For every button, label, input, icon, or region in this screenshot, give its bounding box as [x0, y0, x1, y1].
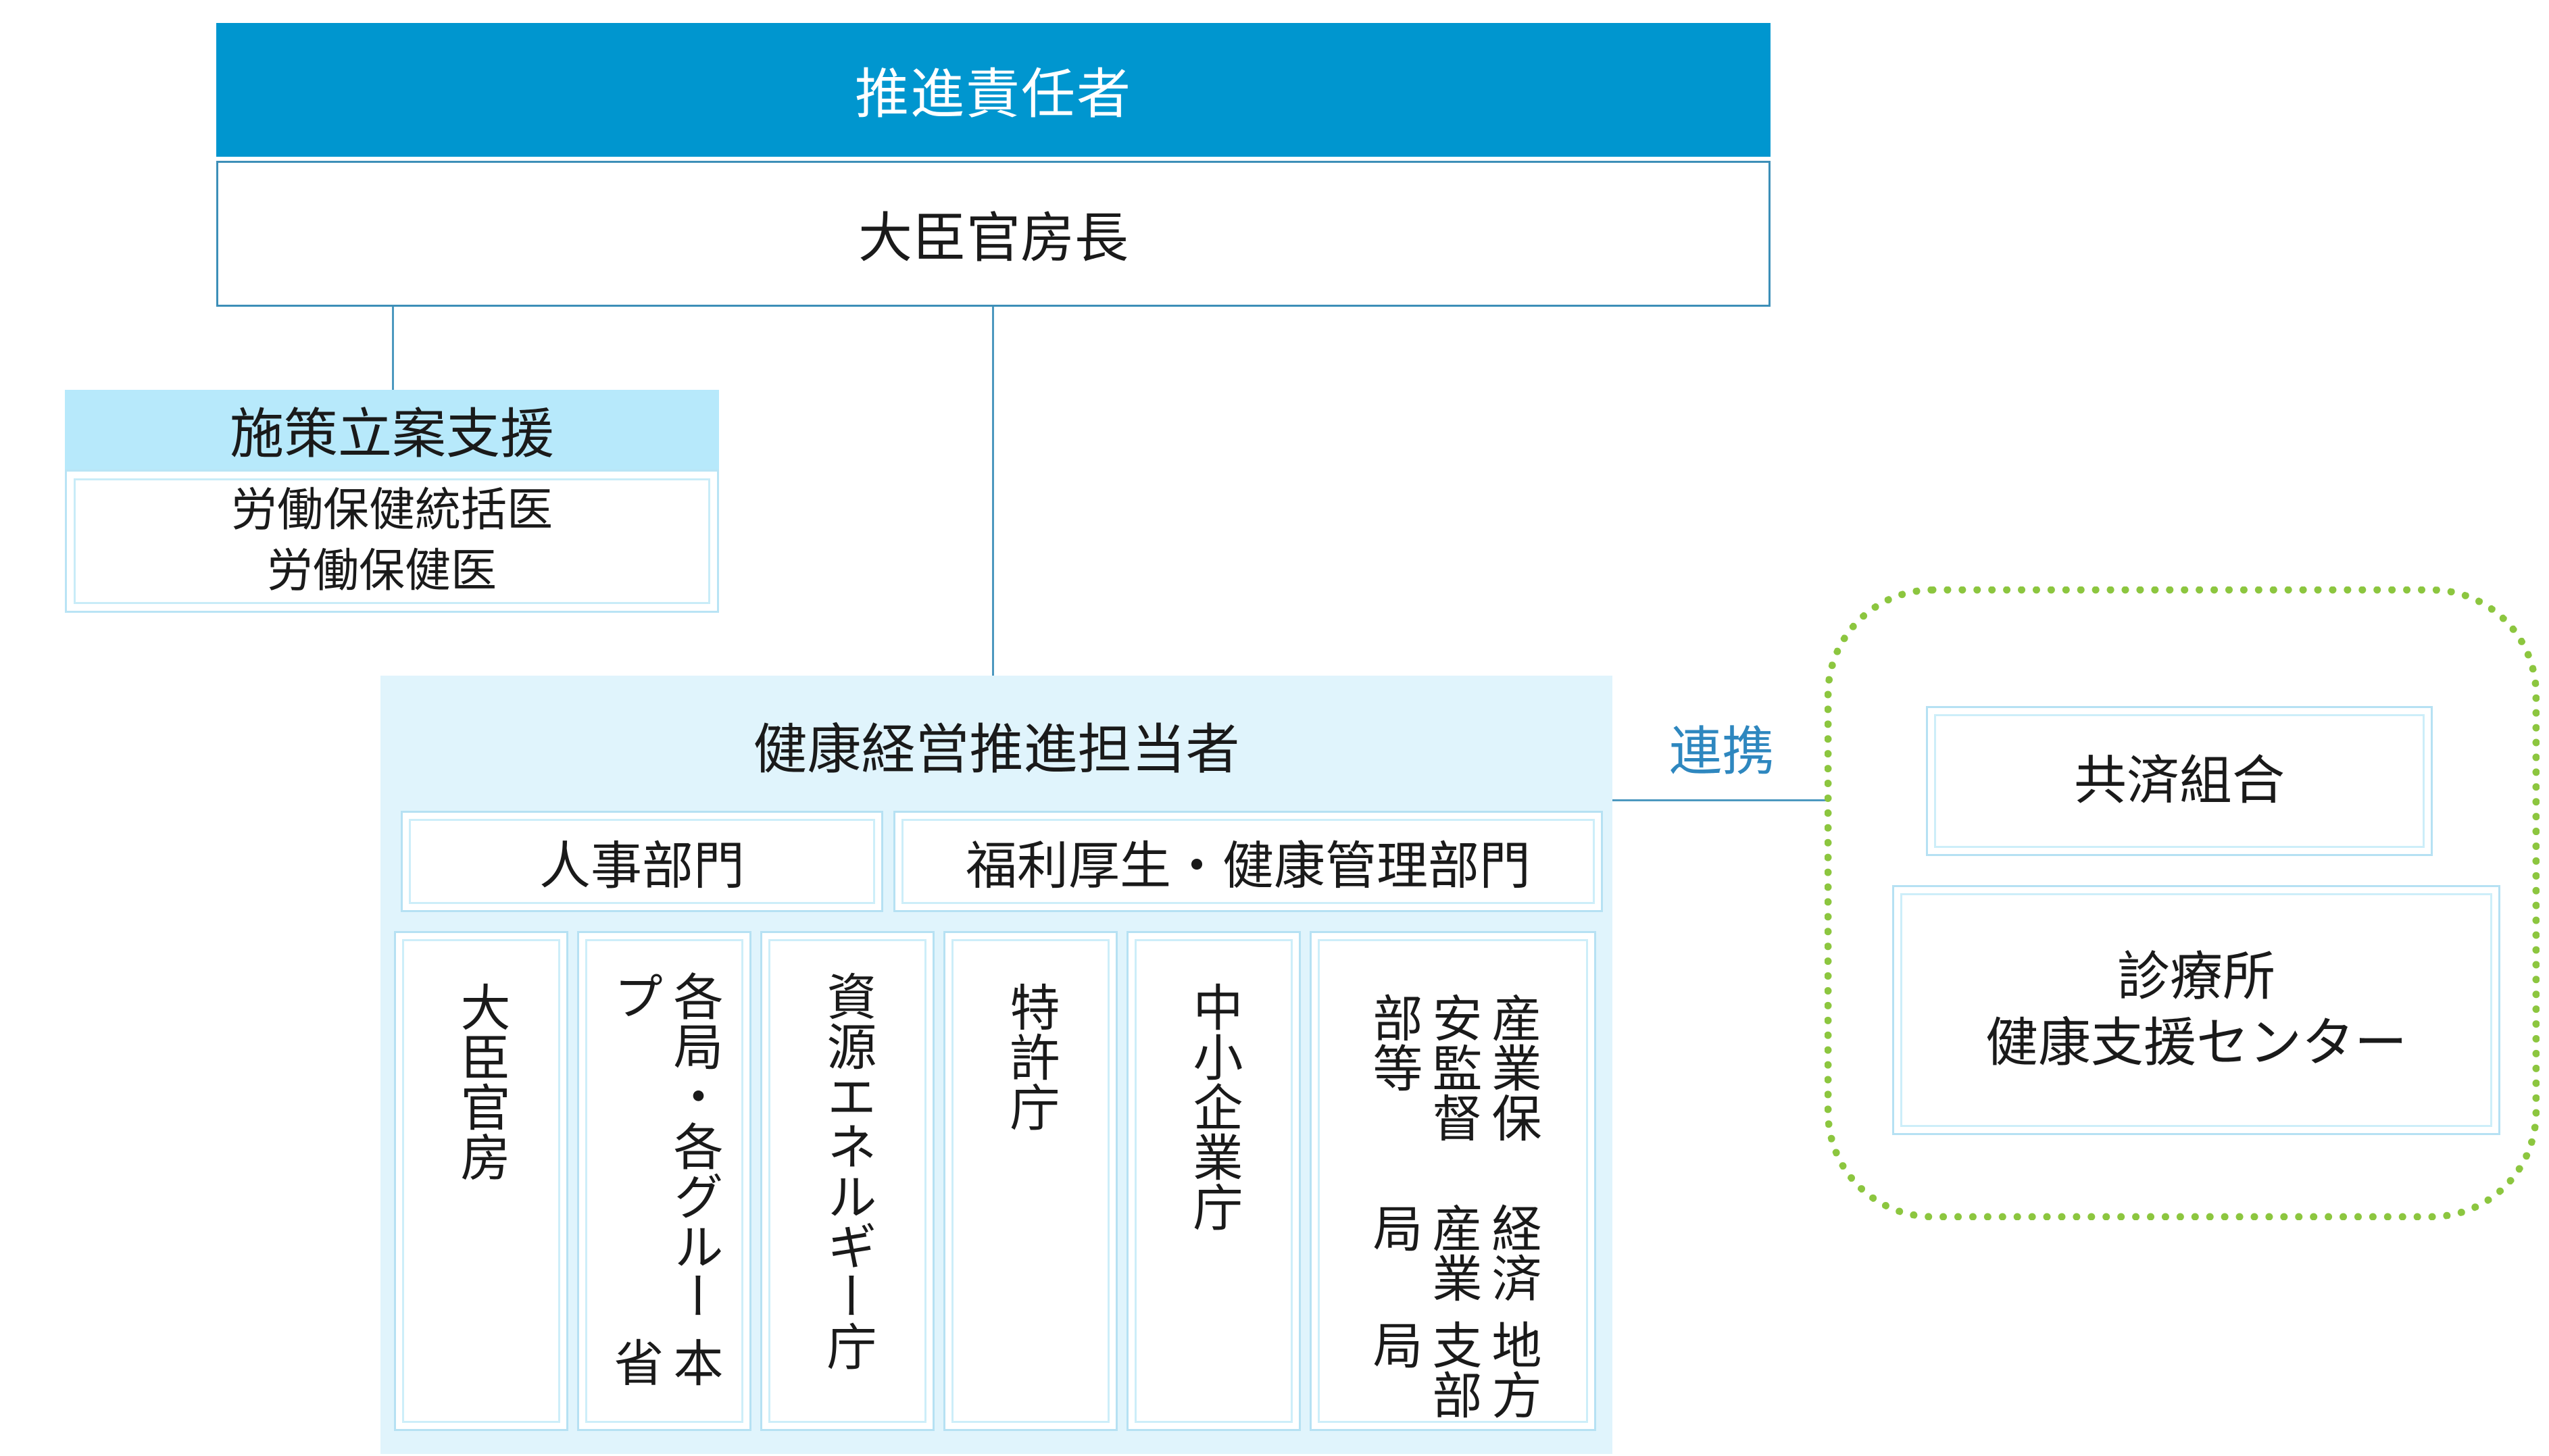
org-column-line: 各局・各グループ: [605, 971, 723, 1321]
clinic-label: 診療所: [2117, 947, 2275, 1007]
promotion-lead-header: 推進責任者: [216, 23, 1771, 157]
health-support-center-label: 健康支援センター: [1985, 1013, 2407, 1074]
connector-top-to-support: [392, 307, 394, 390]
org-column-sme-agency: 中小企業庁: [1127, 931, 1301, 1431]
partners-group: [1825, 586, 2540, 1220]
org-column-text: 本省 各局・各グループ: [605, 971, 724, 1429]
department-label: 人事部門: [539, 836, 745, 896]
department-welfare-health: 福利厚生・健康管理部門: [893, 811, 1603, 912]
promotion-lead-label: 推進責任者: [855, 63, 1132, 126]
policy-support-body: 労働保健統括医 労働保健医: [65, 470, 719, 613]
org-column-line: 本省: [605, 1337, 723, 1388]
policy-support-label: 施策立案支援: [230, 403, 554, 466]
support-line: 労働保健統括医: [230, 484, 553, 537]
org-column-text: 中小企業庁: [1185, 982, 1243, 1232]
org-column-energy-agency: 資源エネルギー庁: [760, 931, 935, 1431]
connector-main-to-partners: [1612, 799, 1829, 801]
health-management-title: 健康経営推進担当者: [380, 688, 1612, 803]
org-column-line: 地方支部局: [1364, 1320, 1541, 1420]
cooperation-label: 連携: [1661, 713, 1783, 782]
mutual-aid-association-label: 共済組合: [2073, 751, 2285, 811]
health-management-title-text: 健康経営推進担当者: [753, 718, 1240, 781]
minister-secretariat-head-box: 大臣官房長: [216, 161, 1771, 307]
org-column-text: 大臣官房: [452, 982, 510, 1182]
support-line: 労働保健医: [266, 545, 497, 598]
org-column-secretariat: 大臣官房: [394, 931, 568, 1431]
org-column-patent-office: 特許庁: [943, 931, 1118, 1431]
policy-support-header: 施策立案支援: [65, 390, 719, 470]
connector-top-to-main: [992, 307, 994, 676]
org-column-text: 地方支部局 経済産業局 産業保安監督部等: [1364, 965, 1542, 1429]
mutual-aid-association-box: 共済組合: [1926, 706, 2433, 856]
org-column-line: 経済産業局: [1364, 1202, 1541, 1303]
minister-secretariat-head-label: 大臣官房長: [858, 207, 1129, 270]
clinic-health-center-box: 診療所 健康支援センター: [1892, 885, 2500, 1135]
org-column-line: 産業保安監督部等: [1364, 992, 1541, 1143]
org-column-text: 特許庁: [1001, 982, 1060, 1132]
org-column-text: 資源エネルギー庁: [818, 971, 876, 1371]
org-column-regional-bureaus: 地方支部局 経済産業局 産業保安監督部等: [1310, 931, 1596, 1431]
cooperation-text: 連携: [1668, 722, 1775, 782]
department-hr: 人事部門: [401, 811, 883, 912]
department-label: 福利厚生・健康管理部門: [966, 836, 1531, 896]
org-column-headquarters: 本省 各局・各グループ: [577, 931, 751, 1431]
